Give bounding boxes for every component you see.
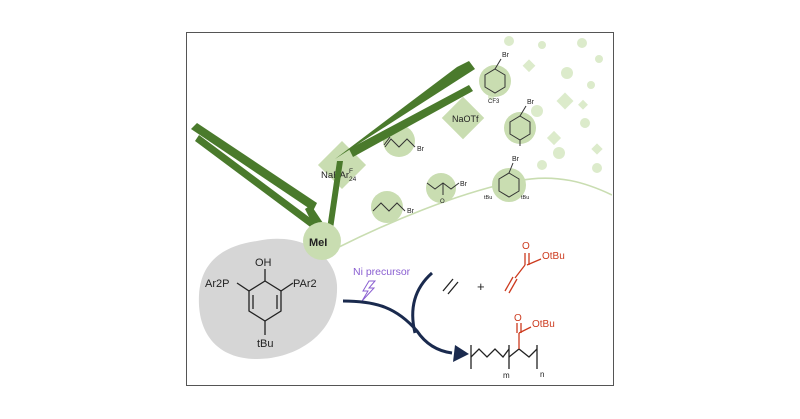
- additive-cluster: NaBArF24 NaOTf Br Br O Br Br CF3 Br: [317, 52, 536, 223]
- ligand-blob: [198, 238, 338, 359]
- ligand-left-phosphine: Ar2P: [205, 278, 229, 290]
- ni-precursor-label: Ni precursor: [353, 266, 411, 278]
- allyl-br: Br: [417, 146, 425, 153]
- acrylate-structure: [504, 253, 542, 294]
- butyl-br: Br: [407, 208, 415, 215]
- ligand-oh: OH: [255, 257, 272, 269]
- graphical-abstract: NaBArF24 NaOTf Br Br O Br Br CF3 Br: [191, 36, 612, 380]
- copolymer-structure: [470, 345, 538, 369]
- naotf-diamond: [441, 96, 485, 140]
- mei-label: MeI: [309, 237, 327, 249]
- ditbu-tbu-right: tBu: [521, 195, 529, 201]
- plus-sign: +: [477, 279, 485, 294]
- reaction-arrow-branch: [411, 271, 434, 334]
- arrow-head: [453, 345, 469, 362]
- mei-circle: [303, 222, 341, 260]
- ligand-right-phosphine: PAr2: [293, 278, 317, 290]
- ditbu-tbu-left: tBu: [484, 195, 492, 201]
- ligand-tbu: tBu: [257, 338, 274, 350]
- ethylene-structure: [442, 278, 459, 295]
- ligand-structure: [236, 269, 294, 335]
- tweezers: [191, 61, 475, 235]
- subscript-m: m: [503, 371, 510, 380]
- methylbenzyl-br: Br: [527, 99, 535, 106]
- copolymer-ester: [516, 323, 532, 349]
- ester-circle: [426, 173, 456, 203]
- figure-frame: NaBArF24 NaOTf Br Br O Br Br CF3 Br: [186, 32, 614, 386]
- ditbu-br: Br: [512, 156, 520, 163]
- copolymer-o: O: [514, 313, 522, 324]
- subscript-n: n: [540, 370, 544, 379]
- ester-o: O: [440, 199, 445, 205]
- naotf-label: NaOTf: [452, 114, 479, 124]
- ditbu-circle: [492, 168, 526, 202]
- lightning-icon: [361, 280, 377, 302]
- acrylate-ester: OtBu: [542, 251, 565, 262]
- cf3-br: Br: [502, 52, 510, 59]
- methylbenzyl-circle: [504, 112, 536, 144]
- ester-br: Br: [460, 181, 468, 188]
- cf3-circle: [479, 65, 511, 97]
- butyl-circle: [371, 191, 403, 223]
- copolymer-ester-label: OtBu: [532, 319, 555, 330]
- cf3-label: CF3: [488, 99, 500, 105]
- acrylate-o: O: [522, 241, 530, 252]
- reaction-arrow-main: [342, 299, 453, 355]
